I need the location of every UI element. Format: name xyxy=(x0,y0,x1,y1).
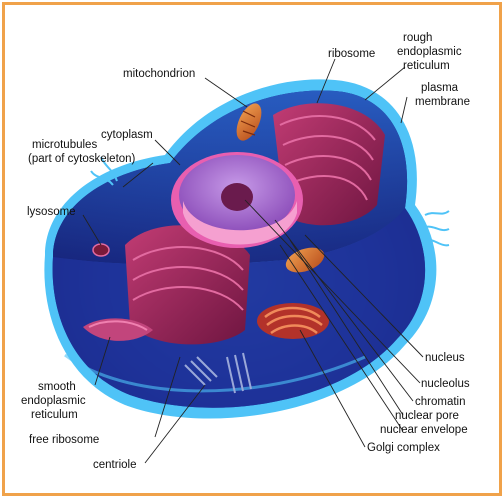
label-plasma-line1: plasma xyxy=(421,82,459,94)
label-mitochondrion: mitochondrion xyxy=(123,68,195,80)
label-smooth-er-line1: smooth xyxy=(38,381,76,393)
label-smooth-er-line2: endoplasmic xyxy=(21,395,86,407)
label-smooth-er-line3: reticulum xyxy=(31,409,78,421)
rough-er-left xyxy=(125,225,250,345)
golgi-complex xyxy=(257,303,329,339)
mitochondria xyxy=(236,103,325,273)
lysosome-shape xyxy=(92,243,110,257)
label-rough-er-line3: reticulum xyxy=(403,60,450,72)
centrioles xyxy=(184,352,252,394)
label-lysosome: lysosome xyxy=(27,206,76,218)
label-nucleus: nucleus xyxy=(425,352,465,364)
nucleus xyxy=(171,152,303,248)
label-microtubules-line2: (part of cytoskeleton) xyxy=(28,153,136,165)
membrane-cilia xyxy=(90,156,450,247)
label-rough-er-line1: rough xyxy=(403,32,432,44)
label-free-ribosome: free ribosome xyxy=(29,434,99,446)
label-nuclear-envelope: nuclear envelope xyxy=(380,424,468,436)
label-ribosome: ribosome xyxy=(328,48,375,60)
leader-lines xyxy=(82,58,424,464)
label-microtubules-line1: microtubules xyxy=(32,139,97,151)
label-cytoplasm: cytoplasm xyxy=(101,129,153,141)
label-nucleolus: nucleolus xyxy=(421,378,470,390)
label-centriole: centriole xyxy=(93,459,136,471)
label-nuclear-pore: nuclear pore xyxy=(395,410,459,422)
label-rough-er-line2: endoplasmic xyxy=(397,46,462,58)
nucleolus-shape xyxy=(221,183,253,211)
label-chromatin: chromatin xyxy=(415,396,466,408)
cell-diagram: mitochondrion ribosome rough endoplasmic… xyxy=(21,32,470,471)
label-plasma-line2: membrane xyxy=(415,96,470,108)
label-golgi-complex: Golgi complex xyxy=(367,442,440,454)
smooth-er xyxy=(83,318,153,341)
